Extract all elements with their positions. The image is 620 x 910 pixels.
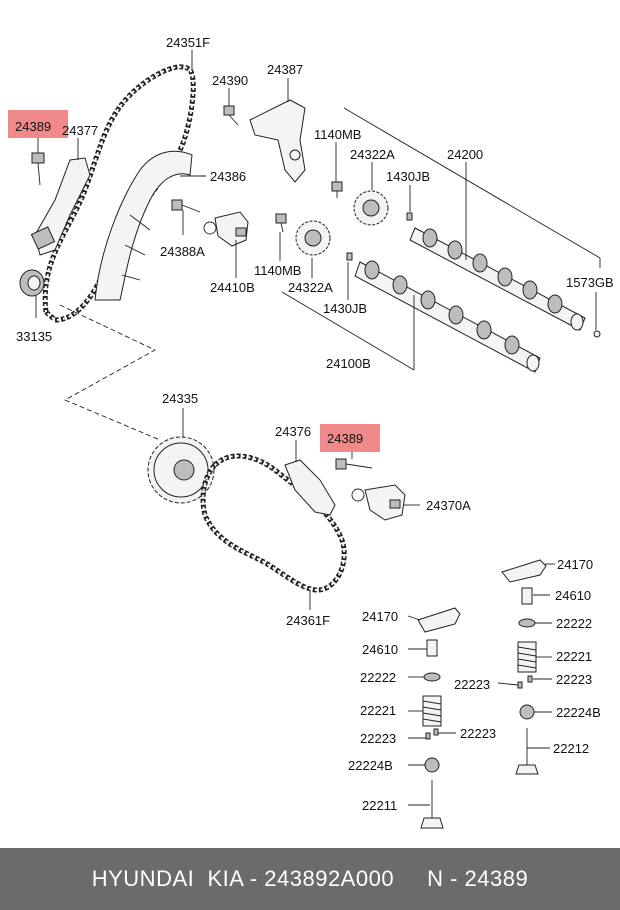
- label-1430JB-upper: 1430JB: [386, 169, 430, 184]
- label-24322A-upper: 24322A: [350, 147, 395, 162]
- tensioner-24370A: [351, 484, 406, 521]
- highlight-24389-lower: [320, 424, 380, 452]
- label-24610-left: 24610: [362, 642, 398, 657]
- parts-diagram: 24351F 24390 24387 24389 24377 1140MB 24…: [8, 35, 614, 829]
- bolt-1140MB-lower: [275, 213, 287, 233]
- label-33135: 33135: [16, 329, 52, 344]
- lower-timing-chain-24361F: [200, 453, 347, 593]
- rocker-arm-24170-right: [501, 559, 547, 583]
- bolt-24388A: [171, 199, 201, 213]
- tensioner-24410B: [203, 211, 249, 247]
- spring-22221-left: [422, 695, 442, 727]
- footer-text: HYUNDAI KIA - 243892A000 N - 24389: [91, 866, 529, 891]
- label-24100B: 24100B: [326, 356, 371, 371]
- camshaft-24200: [409, 227, 586, 331]
- part-labels: 24351F 24390 24387 24389 24377 1140MB 24…: [15, 35, 614, 813]
- label-24361F: 24361F: [286, 613, 330, 628]
- lash-adjuster-24610-right: [521, 587, 533, 605]
- bolt-24390: [223, 105, 239, 126]
- bolt-24389-lower: [335, 458, 373, 470]
- label-22224B-right: 22224B: [556, 705, 601, 720]
- label-22222-right: 22222: [556, 616, 592, 631]
- pin-1430JB-lower: [346, 252, 353, 261]
- camshaft-24100B: [354, 260, 541, 373]
- valve-22212: [515, 728, 539, 775]
- label-22221-right: 22221: [556, 649, 592, 664]
- highlight-24389-upper: [8, 110, 68, 138]
- label-22223-mid: 22223: [454, 677, 490, 692]
- label-22224B-left: 22224B: [348, 758, 393, 773]
- key-22223-right-a: [527, 675, 533, 683]
- label-24390: 24390: [212, 73, 248, 88]
- plug-1573GB: [593, 330, 601, 338]
- sprocket-24322A-upper: [353, 190, 389, 226]
- arm-pad: [30, 226, 56, 250]
- leader-lines: [35, 50, 601, 806]
- label-22222-left: 22222: [360, 670, 396, 685]
- label-1140MB-upper: 1140MB: [314, 127, 361, 142]
- bolt-1140MB-upper: [331, 181, 343, 198]
- crank-sprocket-24335: [147, 436, 215, 504]
- chain-guide-24386: [94, 150, 193, 301]
- label-22223-left: 22223: [360, 731, 396, 746]
- label-24389-lower: 24389: [327, 431, 363, 446]
- bracket-24387: [249, 99, 306, 183]
- label-24610-right: 24610: [555, 588, 591, 603]
- label-24387: 24387: [267, 62, 303, 77]
- label-24322A-lower: 24322A: [288, 280, 333, 295]
- label-24170-left: 24170: [362, 609, 398, 624]
- label-24335: 24335: [162, 391, 198, 406]
- lash-adjuster-24610-left: [426, 639, 438, 657]
- label-24170-right: 24170: [557, 557, 593, 572]
- label-24377: 24377: [62, 123, 98, 138]
- washer-33135: [19, 269, 45, 297]
- sprocket-24322A-lower: [295, 220, 331, 256]
- bolt-24389-upper: [31, 152, 45, 186]
- spring-22221-right: [517, 641, 537, 673]
- label-22221-left: 22221: [360, 703, 396, 718]
- label-24200: 24200: [447, 147, 483, 162]
- label-1140MB-lower: 1140MB: [254, 263, 301, 278]
- label-1573GB: 1573GB: [566, 275, 614, 290]
- label-24388A: 24388A: [160, 244, 205, 259]
- label-24370A: 24370A: [426, 498, 471, 513]
- seal-22224B-left: [424, 757, 440, 773]
- label-24386: 24386: [210, 169, 246, 184]
- label-24351F: 24351F: [166, 35, 210, 50]
- label-1430JB-lower: 1430JB: [323, 301, 367, 316]
- label-22223-right: 22223: [556, 672, 592, 687]
- chain-guide-24376: [284, 459, 336, 516]
- key-22223-right-b: [517, 681, 523, 689]
- rocker-arm-24170-left: [417, 607, 461, 633]
- label-22211: 22211: [362, 798, 397, 813]
- pin-1430JB-upper: [406, 212, 413, 221]
- label-24389-upper: 24389: [15, 119, 51, 134]
- label-24376: 24376: [275, 424, 311, 439]
- label-22223-left2: 22223: [460, 726, 496, 741]
- part-number-footer: HYUNDAI KIA - 243892A000 N - 24389: [0, 848, 620, 910]
- label-22212: 22212: [553, 741, 589, 756]
- seat-22222-left: [423, 672, 441, 682]
- key-22223-left-a: [425, 732, 431, 740]
- key-22223-left-b: [433, 728, 439, 736]
- valve-22211: [420, 780, 444, 829]
- seat-22222-right: [518, 618, 536, 628]
- label-24410B: 24410B: [210, 280, 255, 295]
- seal-22224B-right: [519, 704, 535, 720]
